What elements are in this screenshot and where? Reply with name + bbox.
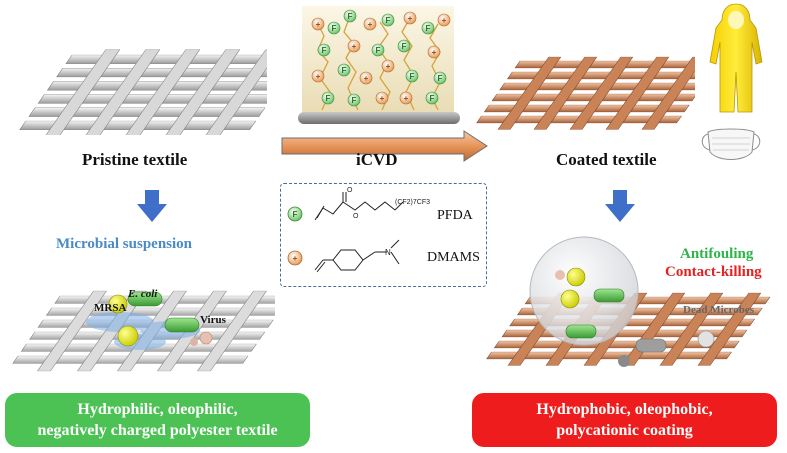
svg-text:F: F (410, 72, 415, 81)
svg-text:F: F (322, 46, 327, 55)
svg-text:+: + (404, 94, 409, 103)
pfda-structure: F O O (CF2)7CF3 + N (287, 187, 430, 273)
contact-killing-label: Contact-killing (665, 264, 762, 280)
icvd-chamber-image: F F F F F F F F F F F F F + + + + + + + + + + + (298, 6, 460, 124)
svg-text:N: N (385, 248, 391, 257)
monomer-legend: F O O (CF2)7CF3 + N PFDA DMAMS (280, 183, 487, 287)
right-down-arrow (605, 190, 635, 222)
repelling-sphere (529, 236, 639, 346)
microbial-suspension-label: Microbial suspension (56, 236, 193, 252)
pristine-property-line1: Hydrophilic, oleophilic, (77, 401, 238, 418)
svg-text:F: F (402, 42, 407, 51)
pfda-marker-icon (287, 206, 303, 222)
ecoli-microbe (127, 291, 163, 307)
dead-microbes-label: Dead Microbes (683, 304, 754, 316)
protective-suit-icon (709, 3, 763, 113)
svg-text:+: + (352, 42, 357, 51)
pristine-textile-title: Pristine textile (82, 150, 188, 169)
svg-text:+: + (316, 20, 321, 29)
dmams-marker-icon (287, 250, 303, 266)
svg-text:+: + (293, 254, 298, 263)
textile-with-microbes-image (12, 290, 275, 372)
svg-text:F: F (386, 16, 391, 25)
svg-text:F: F (348, 12, 353, 21)
coated-property-line2: polycationic coating (556, 422, 693, 439)
svg-text:+: + (386, 62, 391, 71)
pfda-name: PFDA (437, 208, 473, 223)
coated-textile-with-microbes-image (486, 236, 771, 367)
svg-text:F: F (326, 94, 331, 103)
svg-text:F: F (426, 24, 431, 33)
face-mask-icon (701, 128, 761, 160)
svg-text:O: O (347, 187, 353, 194)
svg-text:F: F (332, 24, 337, 33)
svg-text:F: F (430, 94, 435, 103)
ecoli-label: E. coli (128, 288, 158, 300)
icvd-title: iCVD (356, 150, 398, 169)
svg-text:+: + (442, 16, 447, 25)
svg-text:F: F (342, 66, 347, 75)
pristine-property-line2: negatively charged polyester textile (37, 422, 278, 439)
left-down-arrow (137, 190, 167, 222)
svg-text:F: F (352, 96, 357, 105)
svg-text:+: + (432, 48, 437, 57)
icvd-process-arrow (281, 130, 488, 162)
svg-text:+: + (368, 20, 373, 29)
coated-textile-title: Coated textile (556, 150, 657, 169)
svg-text:+: + (364, 74, 369, 83)
pristine-property-box: Hydrophilic, oleophilic, negatively char… (5, 393, 310, 447)
coated-property-box: Hydrophobic, oleophobic, polycationic co… (472, 393, 777, 447)
dmams-name: DMAMS (427, 250, 480, 265)
antifouling-label: Antifouling (680, 246, 754, 262)
svg-text:(CF2)7CF3: (CF2)7CF3 (395, 199, 430, 206)
svg-text:F: F (376, 46, 381, 55)
coated-textile-image (476, 56, 695, 130)
svg-text:+: + (380, 94, 385, 103)
svg-text:F: F (293, 210, 298, 219)
mrsa-label: MRSA (94, 302, 127, 314)
virus-label: Virus (200, 314, 226, 326)
pristine-textile-image (19, 49, 267, 135)
svg-text:F: F (438, 74, 443, 83)
svg-text:O: O (353, 213, 359, 220)
coated-property-line1: Hydrophobic, oleophobic, (536, 401, 713, 418)
svg-text:+: + (408, 14, 413, 23)
svg-text:+: + (316, 72, 321, 81)
